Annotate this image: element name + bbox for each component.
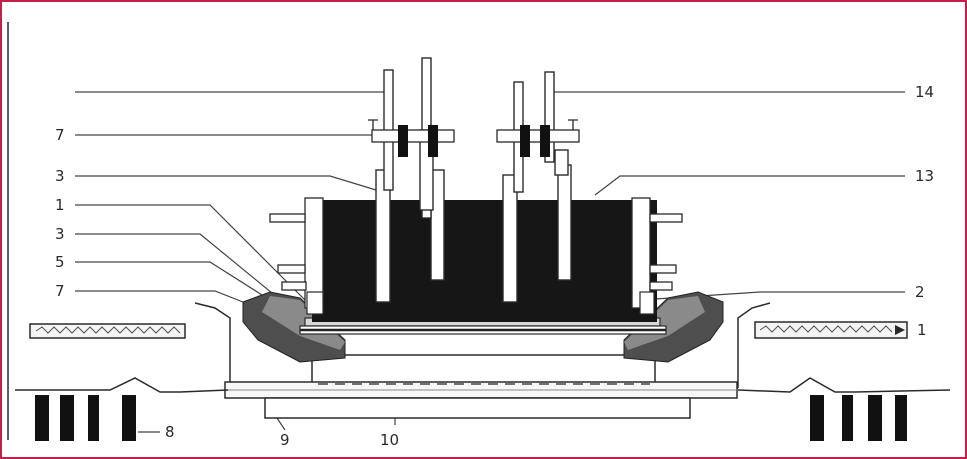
mounting-tabs <box>269 213 683 291</box>
label-13: 13 <box>915 167 934 185</box>
connector-blocks <box>368 119 580 157</box>
pin-bars-right <box>810 395 907 441</box>
heat-sink-plate <box>264 397 691 419</box>
right-hatched-strip <box>754 321 908 339</box>
pin-bars-left <box>35 395 136 441</box>
module-body <box>304 197 657 322</box>
label-5: 5 <box>55 253 65 271</box>
seal-rings <box>242 291 724 363</box>
label-8: 8 <box>165 423 175 441</box>
callout-labels: 14 7 3 13 1 3 5 7 2 1 8 9 10 <box>55 83 934 449</box>
label-1-right: 1 <box>917 321 927 339</box>
label-3-top: 3 <box>55 167 65 185</box>
label-7-bottom: 7 <box>55 282 65 300</box>
label-7-top: 7 <box>55 126 65 144</box>
label-9: 9 <box>280 431 290 449</box>
left-hatched-strip <box>29 323 186 339</box>
label-2: 2 <box>915 283 925 301</box>
wire-connections <box>15 377 951 393</box>
label-14: 14 <box>915 83 934 101</box>
label-10: 10 <box>380 431 399 449</box>
label-3-mid: 3 <box>55 225 65 243</box>
label-1-left: 1 <box>55 196 65 214</box>
leader-lines <box>75 91 905 433</box>
